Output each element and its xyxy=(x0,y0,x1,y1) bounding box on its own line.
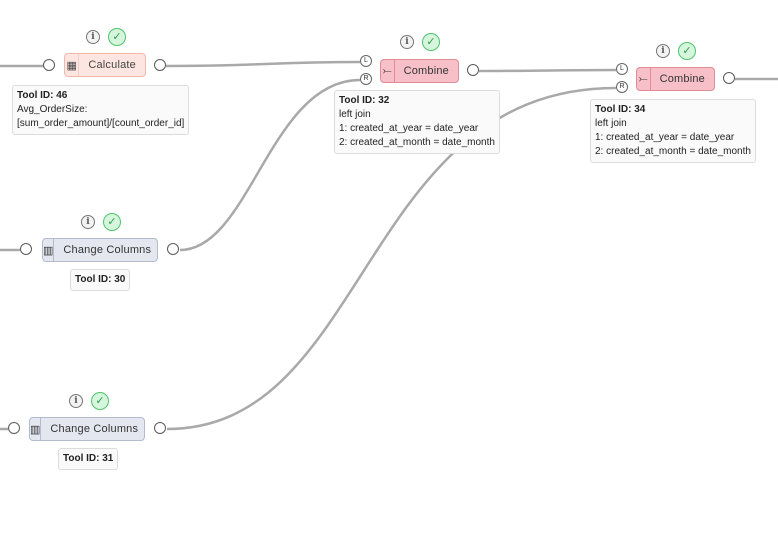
success-check-icon: ✓ xyxy=(678,42,696,60)
tool-tooltip: Tool ID: 34 left join 1: created_at_year… xyxy=(590,99,756,163)
output-port[interactable] xyxy=(167,243,179,255)
node-label: Change Columns xyxy=(63,244,152,256)
tooltip-line: left join xyxy=(339,109,371,120)
tool-id: Tool ID: 30 xyxy=(75,274,126,285)
output-port[interactable] xyxy=(723,72,735,84)
node-label: Calculate xyxy=(88,59,136,71)
success-check-icon: ✓ xyxy=(91,392,109,410)
combine-node[interactable]: ⤚ Combine xyxy=(380,59,459,83)
success-check-icon: ✓ xyxy=(103,213,121,231)
tool-id: Tool ID: 34 xyxy=(595,104,646,115)
wire-cc31-to-combine34-R xyxy=(166,86,617,431)
tooltip-line: Avg_OrderSize: xyxy=(17,104,88,115)
wire-cc30-to-combine32-R xyxy=(179,78,361,252)
merge-icon: ⤚ xyxy=(637,68,651,90)
wire-combine32-to-combine34-L xyxy=(478,68,617,73)
node-label: Combine xyxy=(659,73,705,85)
tooltip-line: [sum_order_amount]/[count_order_id] xyxy=(17,118,185,129)
tool-tooltip: Tool ID: 31 xyxy=(58,448,119,470)
input-port[interactable] xyxy=(20,243,32,255)
tool-id: Tool ID: 31 xyxy=(63,453,114,464)
tooltip-line: 1: created_at_year = date_year xyxy=(595,132,735,143)
input-port[interactable] xyxy=(8,422,20,434)
output-port[interactable] xyxy=(154,422,166,434)
input-port[interactable] xyxy=(43,59,55,71)
node-label: Combine xyxy=(403,65,449,77)
tool-id: Tool ID: 46 xyxy=(17,90,68,101)
columns-icon: ▥ xyxy=(43,239,55,261)
info-icon[interactable]: i xyxy=(69,394,83,408)
wire-calc46-to-combine32-L xyxy=(165,60,361,68)
success-check-icon: ✓ xyxy=(422,33,440,51)
output-port[interactable] xyxy=(467,64,479,76)
right-input-port[interactable]: R xyxy=(360,73,372,85)
tool-tooltip: Tool ID: 32 left join 1: created_at_year… xyxy=(334,90,500,154)
left-input-port[interactable]: L xyxy=(616,63,628,75)
columns-icon: ▥ xyxy=(30,418,42,440)
combine-node[interactable]: ⤚ Combine xyxy=(636,67,715,91)
change-columns-node[interactable]: ▥ Change Columns xyxy=(42,238,158,262)
tool-id: Tool ID: 32 xyxy=(339,95,390,106)
node-label: Change Columns xyxy=(50,423,139,435)
calculate-node[interactable]: ▦ Calculate xyxy=(64,53,146,77)
info-icon[interactable]: i xyxy=(656,44,670,58)
right-input-port[interactable]: R xyxy=(616,81,628,93)
calculator-icon: ▦ xyxy=(65,54,80,76)
merge-icon: ⤚ xyxy=(381,60,395,82)
tool-tooltip: Tool ID: 46 Avg_OrderSize: [sum_order_am… xyxy=(12,85,190,135)
left-input-port[interactable]: L xyxy=(360,55,372,67)
tooltip-line: 2: created_at_month = date_month xyxy=(595,146,751,157)
info-icon[interactable]: i xyxy=(81,215,95,229)
tooltip-line: 1: created_at_year = date_year xyxy=(339,123,479,134)
tooltip-line: 2: created_at_month = date_month xyxy=(339,137,495,148)
success-check-icon: ✓ xyxy=(108,28,126,46)
info-icon[interactable]: i xyxy=(400,35,414,49)
output-port[interactable] xyxy=(154,59,166,71)
tooltip-line: left join xyxy=(595,118,627,129)
info-icon[interactable]: i xyxy=(86,30,100,44)
change-columns-node[interactable]: ▥ Change Columns xyxy=(29,417,145,441)
tool-tooltip: Tool ID: 30 xyxy=(70,269,131,291)
